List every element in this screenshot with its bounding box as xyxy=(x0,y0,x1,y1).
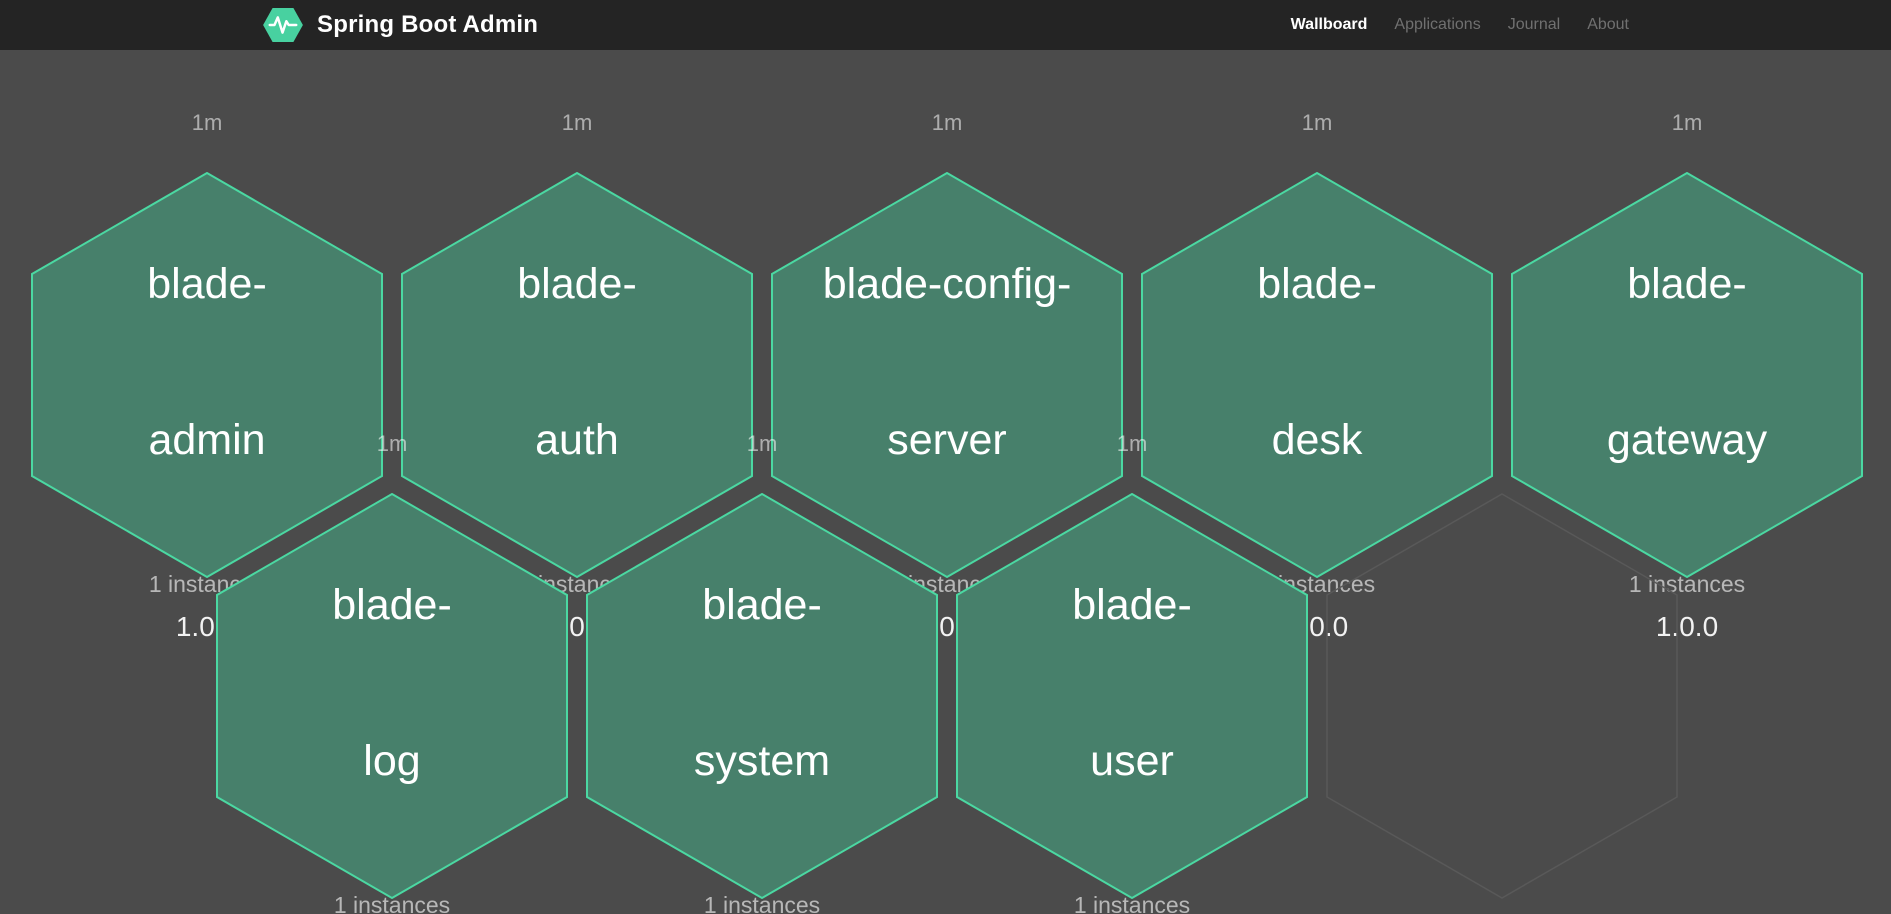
application-instances: 1 instances xyxy=(1628,571,1746,597)
application-time-badge: 1m xyxy=(1671,110,1703,135)
hexagon-content: 1m blade- user 1 instances 1.0.0 xyxy=(956,431,1308,914)
application-instances: 1 instances xyxy=(1073,892,1191,914)
hexagon-content: 1m blade- gateway 1 instances 1.0.0 xyxy=(1511,110,1863,642)
application-time-badge: 1m xyxy=(1301,110,1333,135)
application-hexagon[interactable]: 1m blade- auth 1 instances 1.0.0 xyxy=(401,110,753,642)
application-instances: 1 instances xyxy=(333,892,451,914)
hexagon-content: 1m blade- admin 1 instances 1.0.0 xyxy=(31,110,383,642)
application-name: blade- gateway xyxy=(1606,260,1768,464)
application-hexagon[interactable]: 1m blade- admin 1 instances 1.0.0 xyxy=(31,110,383,642)
application-name: blade- log xyxy=(332,581,452,785)
application-instances: 1 instances xyxy=(703,892,821,914)
application-hexagon[interactable]: 1m blade- log 1 instances 1.0.0 xyxy=(216,431,568,914)
application-hexagon[interactable]: 1m blade-config- server 1 instances 1.0.… xyxy=(771,110,1123,642)
application-time-badge: 1m xyxy=(1116,431,1148,456)
placeholder-hexagon-outline xyxy=(1326,493,1678,899)
hexagon-shape xyxy=(216,493,568,899)
application-time-badge: 1m xyxy=(746,431,778,456)
application-name: blade- user xyxy=(1072,581,1192,785)
navbar: Spring Boot Admin Wallboard Applications J… xyxy=(0,0,1891,50)
hexagon-shape xyxy=(771,172,1123,578)
hexagon-content: 1m blade- log 1 instances 1.0.0 xyxy=(216,431,568,914)
hexagon-shape xyxy=(956,493,1308,899)
hexagon-shape xyxy=(1141,172,1493,578)
application-time-badge: 1m xyxy=(191,110,223,135)
application-hexagon[interactable]: 1m blade- gateway 1 instances 1.0.0 xyxy=(1511,110,1863,642)
navbar-container: Spring Boot Admin Wallboard Applications J… xyxy=(262,0,1629,50)
spring-boot-admin-logo-icon xyxy=(263,7,303,43)
application-hexagon[interactable]: 1m blade- user 1 instances 1.0.0 xyxy=(956,431,1308,914)
application-hexagon[interactable]: 1m blade- system 1 instances 1.0.0 xyxy=(586,431,938,914)
application-time-badge: 1m xyxy=(931,110,963,135)
application-name: blade- system xyxy=(693,581,831,785)
nav-item-applications[interactable]: Applications xyxy=(1394,16,1481,33)
hexagon-shape xyxy=(586,493,938,899)
brand-title: Spring Boot Admin xyxy=(317,11,539,38)
application-time-badge: 1m xyxy=(561,110,593,135)
hexagon-content: 1m blade- system 1 instances 1.0.0 xyxy=(586,431,938,914)
placeholder-hexagon xyxy=(1326,493,1678,899)
hexagon-shape xyxy=(1511,172,1863,578)
brand[interactable]: Spring Boot Admin xyxy=(262,7,538,43)
nav-item-journal[interactable]: Journal xyxy=(1507,16,1561,33)
application-time-badge: 1m xyxy=(376,431,408,456)
application-version: 1.0.0 xyxy=(1655,611,1719,642)
application-name: blade- admin xyxy=(147,260,267,464)
hexagon-shape xyxy=(31,172,383,578)
hexagon-content: 1m blade-config- server 1 instances 1.0.… xyxy=(771,110,1123,642)
application-name: blade-config- server xyxy=(822,260,1072,464)
wallboard: 1m blade- admin 1 instances 1.0.0 1m bla… xyxy=(0,50,1891,914)
main-nav: Wallboard Applications Journal About xyxy=(1291,16,1629,34)
application-name: blade- desk xyxy=(1257,260,1377,464)
nav-item-wallboard[interactable]: Wallboard xyxy=(1290,16,1368,33)
nav-item-about[interactable]: About xyxy=(1587,16,1629,33)
application-name: blade- auth xyxy=(517,260,637,464)
hexagon-shape xyxy=(401,172,753,578)
